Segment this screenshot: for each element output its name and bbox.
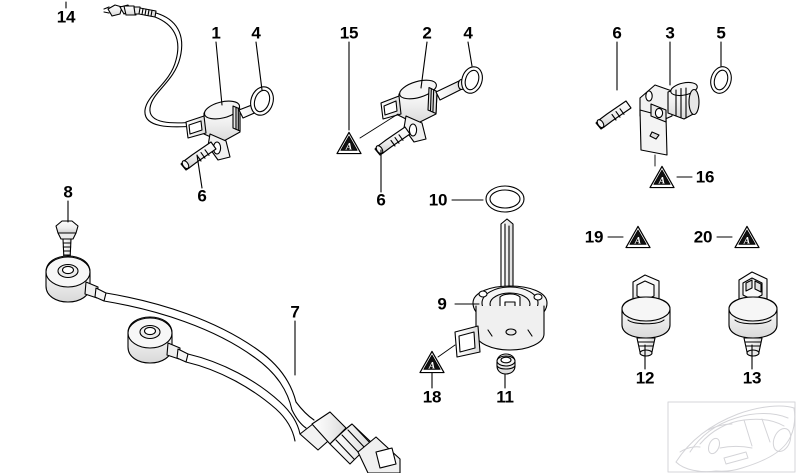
temperature-sensor-12 bbox=[621, 274, 671, 357]
callout-number-2: 2 bbox=[422, 23, 432, 43]
callout-number-7: 7 bbox=[290, 302, 300, 322]
warning-glyph: A bbox=[658, 175, 665, 186]
callout-number-15: 15 bbox=[339, 23, 359, 43]
hex-socket-bolt-left bbox=[180, 141, 217, 171]
callout-number-6: 6 bbox=[376, 190, 386, 210]
callout-number-1: 1 bbox=[211, 23, 221, 43]
hex-head-bolt bbox=[55, 220, 79, 263]
warning-triangle-20-icon: A bbox=[734, 225, 760, 249]
hex-socket-bolt-right bbox=[595, 100, 632, 130]
sealing-grommet bbox=[496, 353, 516, 375]
callout-number-13: 13 bbox=[742, 368, 762, 388]
leader-line-4 bbox=[255, 41, 263, 91]
leader-line-4 bbox=[467, 41, 473, 67]
warning-glyph: A bbox=[743, 235, 750, 246]
warning-triangle-15-icon: A bbox=[336, 131, 362, 155]
callout-number-4: 4 bbox=[463, 23, 473, 43]
knock-sensor-harness bbox=[45, 255, 401, 473]
callout-number-6: 6 bbox=[197, 186, 207, 206]
warning-glyph: A bbox=[345, 141, 352, 152]
callout-number-12: 12 bbox=[635, 368, 655, 388]
o-ring-seal-4a bbox=[250, 86, 274, 116]
warning-triangle-16-icon: A bbox=[649, 165, 675, 189]
o-ring-seal-5 bbox=[710, 66, 732, 94]
callout-number-10: 10 bbox=[428, 190, 448, 210]
callout-number-20: 20 bbox=[693, 227, 713, 247]
callout-number-14: 14 bbox=[56, 7, 76, 27]
oil-level-sensor bbox=[437, 218, 548, 358]
warning-triangle-18-icon: A bbox=[419, 350, 445, 374]
leader-line-6 bbox=[196, 154, 203, 189]
cable-end-connector bbox=[103, 4, 197, 128]
callout-number-11: 11 bbox=[496, 387, 514, 407]
callout-number-3: 3 bbox=[665, 23, 675, 43]
temperature-sensor-13 bbox=[728, 271, 778, 357]
callout-number-4: 4 bbox=[251, 23, 261, 43]
callout-number-16: 16 bbox=[695, 167, 715, 187]
warning-triangle-19-icon: A bbox=[625, 225, 651, 249]
callout-number-19: 19 bbox=[584, 227, 604, 247]
leader-line-2 bbox=[420, 41, 428, 89]
callout-number-18: 18 bbox=[422, 387, 442, 407]
callout-number-6: 6 bbox=[612, 23, 622, 43]
o-ring-seal-10 bbox=[485, 185, 525, 213]
o-ring-seal-4b bbox=[461, 66, 483, 94]
warning-glyph: A bbox=[634, 235, 641, 246]
leader-line-1 bbox=[215, 41, 223, 106]
leader-15-to-part bbox=[359, 113, 399, 139]
callout-number-5: 5 bbox=[716, 23, 726, 43]
warning-glyph: A bbox=[428, 360, 435, 371]
callout-number-8: 8 bbox=[63, 182, 73, 202]
crankshaft-sensor-bracket bbox=[639, 81, 700, 167]
callout-number-9: 9 bbox=[437, 294, 447, 314]
